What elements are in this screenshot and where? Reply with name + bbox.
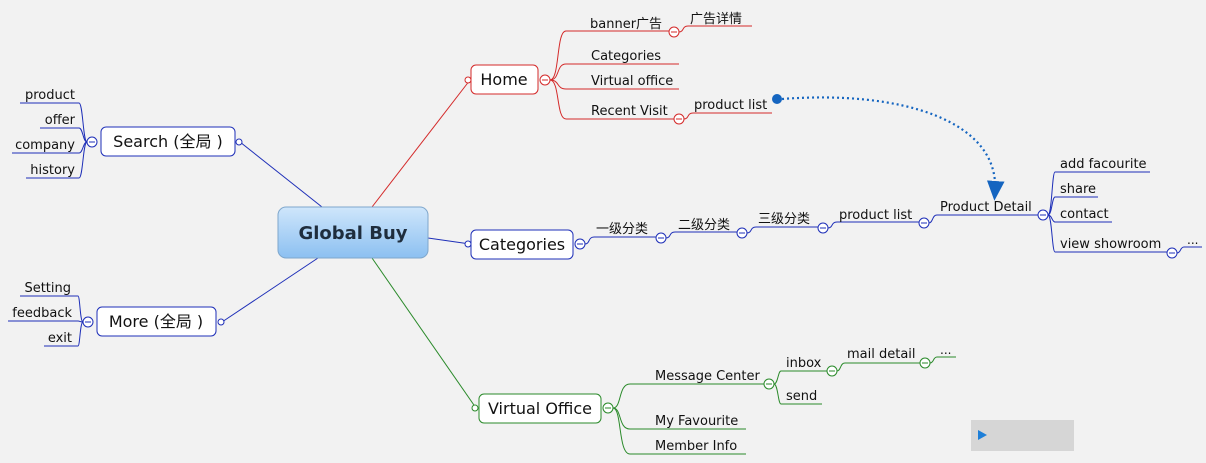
more-exit-label[interactable]: exit <box>48 331 72 346</box>
message-center-collapse-toggle[interactable] <box>763 378 775 390</box>
home-recent-visit-label[interactable]: Recent Visit <box>591 104 668 119</box>
home-banner-detail-label[interactable]: 广告详情 <box>690 12 742 27</box>
presentation-play-widget[interactable] <box>971 420 1074 451</box>
home-branch: Home banner广告 广告详情 Categories Virtual of… <box>464 12 772 125</box>
level2-collapse-toggle[interactable] <box>736 227 748 239</box>
home-categories-label[interactable]: Categories <box>591 49 661 64</box>
categories-topic[interactable] <box>470 229 574 260</box>
category-level1-label[interactable]: 一级分类 <box>596 222 648 237</box>
virtual-office-topic-label: Virtual Office <box>488 399 592 418</box>
virtual-office-branch: Virtual Office Message Center inbox mail… <box>471 343 956 455</box>
home-virtual-office-label[interactable]: Virtual office <box>591 74 673 89</box>
more-branch: More (全局 ) Setting feedback exit <box>8 281 225 347</box>
mail-detail-more-label[interactable]: ... <box>940 343 951 357</box>
level1-collapse-toggle[interactable] <box>655 232 667 244</box>
home-collapse-toggle[interactable] <box>539 74 551 86</box>
banner-collapse-toggle[interactable] <box>668 26 680 38</box>
categories-topic-label: Categories <box>479 235 565 254</box>
more-setting-label[interactable]: Setting <box>24 281 71 296</box>
product-detail-label[interactable]: Product Detail <box>940 200 1032 215</box>
home-product-list-label[interactable]: product list <box>694 98 767 113</box>
play-icon[interactable] <box>978 430 987 440</box>
search-collapse-toggle[interactable] <box>86 136 98 148</box>
member-info-label[interactable]: Member Info <box>655 439 737 454</box>
inbox-collapse-toggle[interactable] <box>826 365 838 377</box>
categories-branch: Categories 一级分类 二级分类 三级分类 product list <box>464 157 1202 260</box>
share-label[interactable]: share <box>1060 182 1096 197</box>
mail-detail-label[interactable]: mail detail <box>847 347 916 362</box>
view-showroom-collapse-toggle[interactable] <box>1166 247 1178 259</box>
search-topic[interactable] <box>100 126 236 157</box>
my-favourite-label[interactable]: My Favourite <box>655 414 738 429</box>
product-detail-collapse-toggle[interactable] <box>1037 209 1049 221</box>
inbox-label[interactable]: inbox <box>786 356 822 371</box>
more-topic-label: More (全局 ) <box>109 312 203 331</box>
home-topic-label: Home <box>480 70 527 89</box>
central-topic-label: Global Buy <box>298 223 407 244</box>
search-company-label[interactable]: company <box>15 138 75 153</box>
search-branch: Search (全局 ) product offer company histo… <box>12 88 243 179</box>
mail-detail-collapse-toggle[interactable] <box>919 357 931 369</box>
home-banner-label[interactable]: banner广告 <box>590 17 662 32</box>
view-showroom-more-label[interactable]: ... <box>1187 233 1198 247</box>
category-level3-label[interactable]: 三级分类 <box>758 212 810 227</box>
send-label[interactable]: send <box>786 389 817 404</box>
virtual-office-topic[interactable] <box>478 393 602 424</box>
search-product-label[interactable]: product <box>25 88 75 103</box>
add-favourite-label[interactable]: add facourite <box>1060 157 1147 172</box>
search-topic-label: Search (全局 ) <box>113 132 223 151</box>
categories-collapse-toggle[interactable] <box>574 238 586 250</box>
category-product-list-label[interactable]: product list <box>839 208 912 223</box>
message-center-label[interactable]: Message Center <box>655 369 761 384</box>
recent-visit-collapse-toggle[interactable] <box>673 113 685 125</box>
more-feedback-label[interactable]: feedback <box>12 306 72 321</box>
home-topic[interactable] <box>470 64 539 95</box>
search-offer-label[interactable]: offer <box>45 113 76 128</box>
search-history-label[interactable]: history <box>30 163 75 178</box>
category-level2-label[interactable]: 二级分类 <box>678 218 730 233</box>
relationship-arrow[interactable] <box>772 94 1005 201</box>
central-topic[interactable]: Global Buy <box>277 206 429 259</box>
virtual-office-collapse-toggle[interactable] <box>602 402 614 414</box>
contact-label[interactable]: contact <box>1060 207 1109 222</box>
product-list-collapse-toggle[interactable] <box>918 217 930 229</box>
more-topic[interactable] <box>96 306 217 337</box>
central-connectors <box>221 79 477 409</box>
view-showroom-label[interactable]: view showroom <box>1060 237 1161 252</box>
more-collapse-toggle[interactable] <box>82 316 94 328</box>
level3-collapse-toggle[interactable] <box>817 222 829 234</box>
